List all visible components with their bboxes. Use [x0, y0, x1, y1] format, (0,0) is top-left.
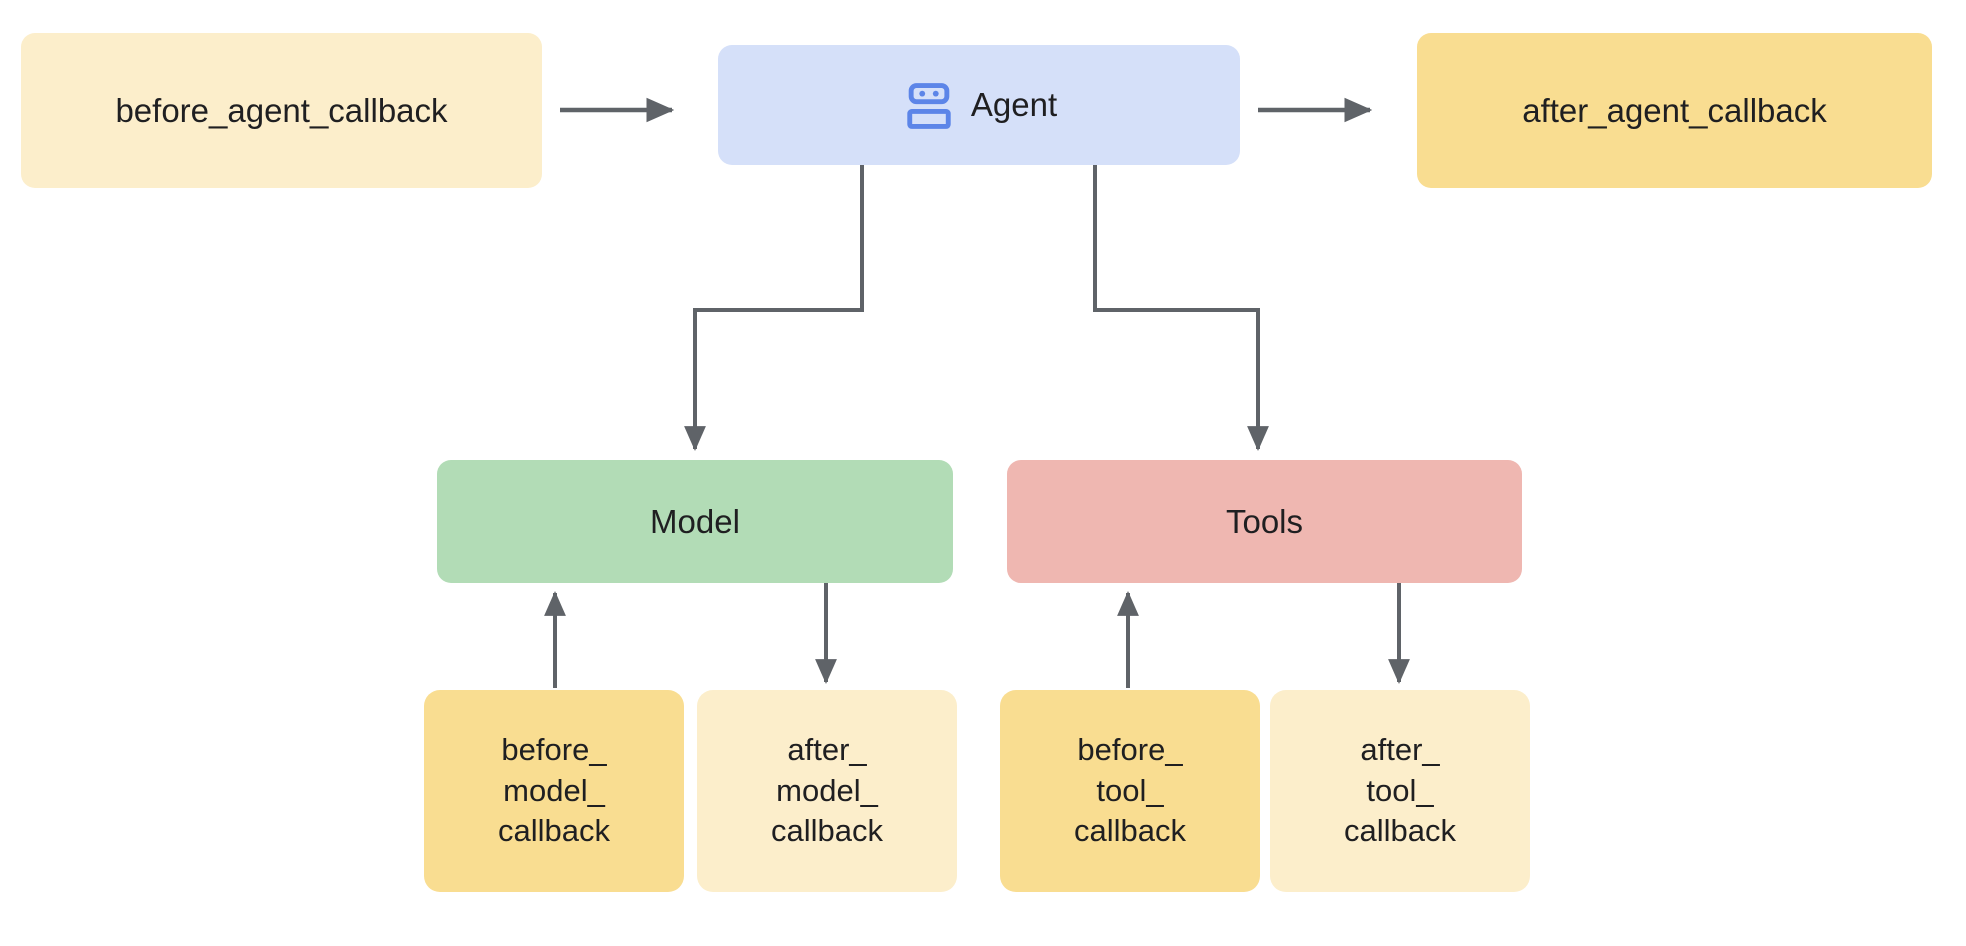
- node-before-tool-callback-label: before_ tool_ callback: [1074, 731, 1186, 849]
- node-before-agent-callback-label: before_agent_callback: [115, 91, 448, 129]
- node-after-tool-callback-label: after_ tool_ callback: [1344, 731, 1456, 849]
- node-before-agent-callback[interactable]: before_agent_callback: [21, 33, 542, 188]
- edge-agent-to-model: [684, 165, 864, 451]
- node-model[interactable]: Model: [437, 460, 953, 583]
- node-after-model-callback[interactable]: after_ model_ callback: [697, 690, 957, 892]
- robot-icon: [907, 83, 951, 129]
- node-after-agent-callback-label: after_agent_callback: [1522, 91, 1827, 129]
- node-agent-label: Agent: [970, 86, 1058, 124]
- node-agent[interactable]: Agent: [718, 45, 1240, 165]
- node-after-tool-callback[interactable]: after_ tool_ callback: [1270, 690, 1530, 892]
- node-model-label: Model: [650, 502, 740, 540]
- node-tools[interactable]: Tools: [1007, 460, 1522, 583]
- node-after-agent-callback[interactable]: after_agent_callback: [1417, 33, 1932, 188]
- node-before-model-callback[interactable]: before_ model_ callback: [424, 690, 684, 892]
- agent-content: Agent: [901, 76, 1057, 134]
- node-before-tool-callback[interactable]: before_ tool_ callback: [1000, 690, 1260, 892]
- edge-agent-to-tools: [1093, 165, 1269, 451]
- node-tools-label: Tools: [1225, 502, 1304, 540]
- node-after-model-callback-label: after_ model_ callback: [771, 731, 883, 849]
- node-before-model-callback-label: before_ model_ callback: [498, 731, 610, 849]
